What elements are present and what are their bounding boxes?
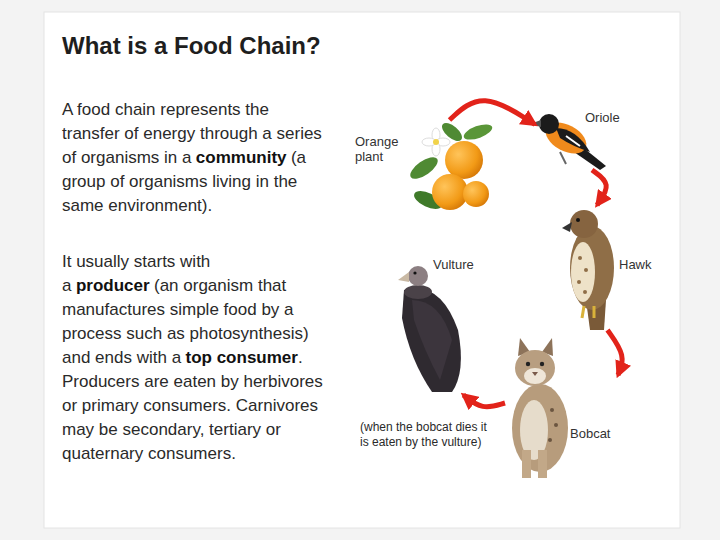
- key-term: community: [196, 148, 287, 167]
- body-text: (when the bobcat dies it is eaten by the…: [360, 420, 487, 449]
- vulture-picture: [398, 266, 461, 392]
- slide-ground: [44, 12, 680, 528]
- note-box: (when the bobcat dies it is eaten by the…: [360, 420, 492, 450]
- organism-label: Oriole: [585, 110, 633, 125]
- energy-arrow: [592, 170, 606, 205]
- energy-arrow: [463, 395, 505, 407]
- key-term: top consumer: [186, 348, 298, 367]
- organism-label: Hawk: [619, 257, 657, 272]
- bobcat-picture: [512, 338, 568, 478]
- organism-node: Bobcat: [505, 340, 618, 480]
- text-paragraph: A food chain represents the transfer of …: [62, 98, 330, 218]
- hawk-picture: [562, 210, 614, 330]
- organism-node: Orange plant: [355, 120, 490, 218]
- text-paragraph: It usually starts with aproducer(an orga…: [62, 250, 330, 466]
- organism-node: Hawk: [555, 205, 660, 330]
- energy-arrow: [608, 330, 623, 375]
- organism-label: Vulture: [433, 257, 479, 272]
- organism-label: Orange plant: [355, 134, 409, 164]
- orange-plant-picture: [407, 120, 494, 213]
- organism-node: Oriole: [535, 100, 635, 170]
- energy-arrow: [450, 101, 536, 125]
- organism-label: Bobcat: [570, 426, 614, 441]
- slide-title: What is a Food Chain?: [62, 32, 321, 60]
- organism-node: Vulture: [385, 255, 483, 395]
- key-term: producer: [76, 276, 150, 295]
